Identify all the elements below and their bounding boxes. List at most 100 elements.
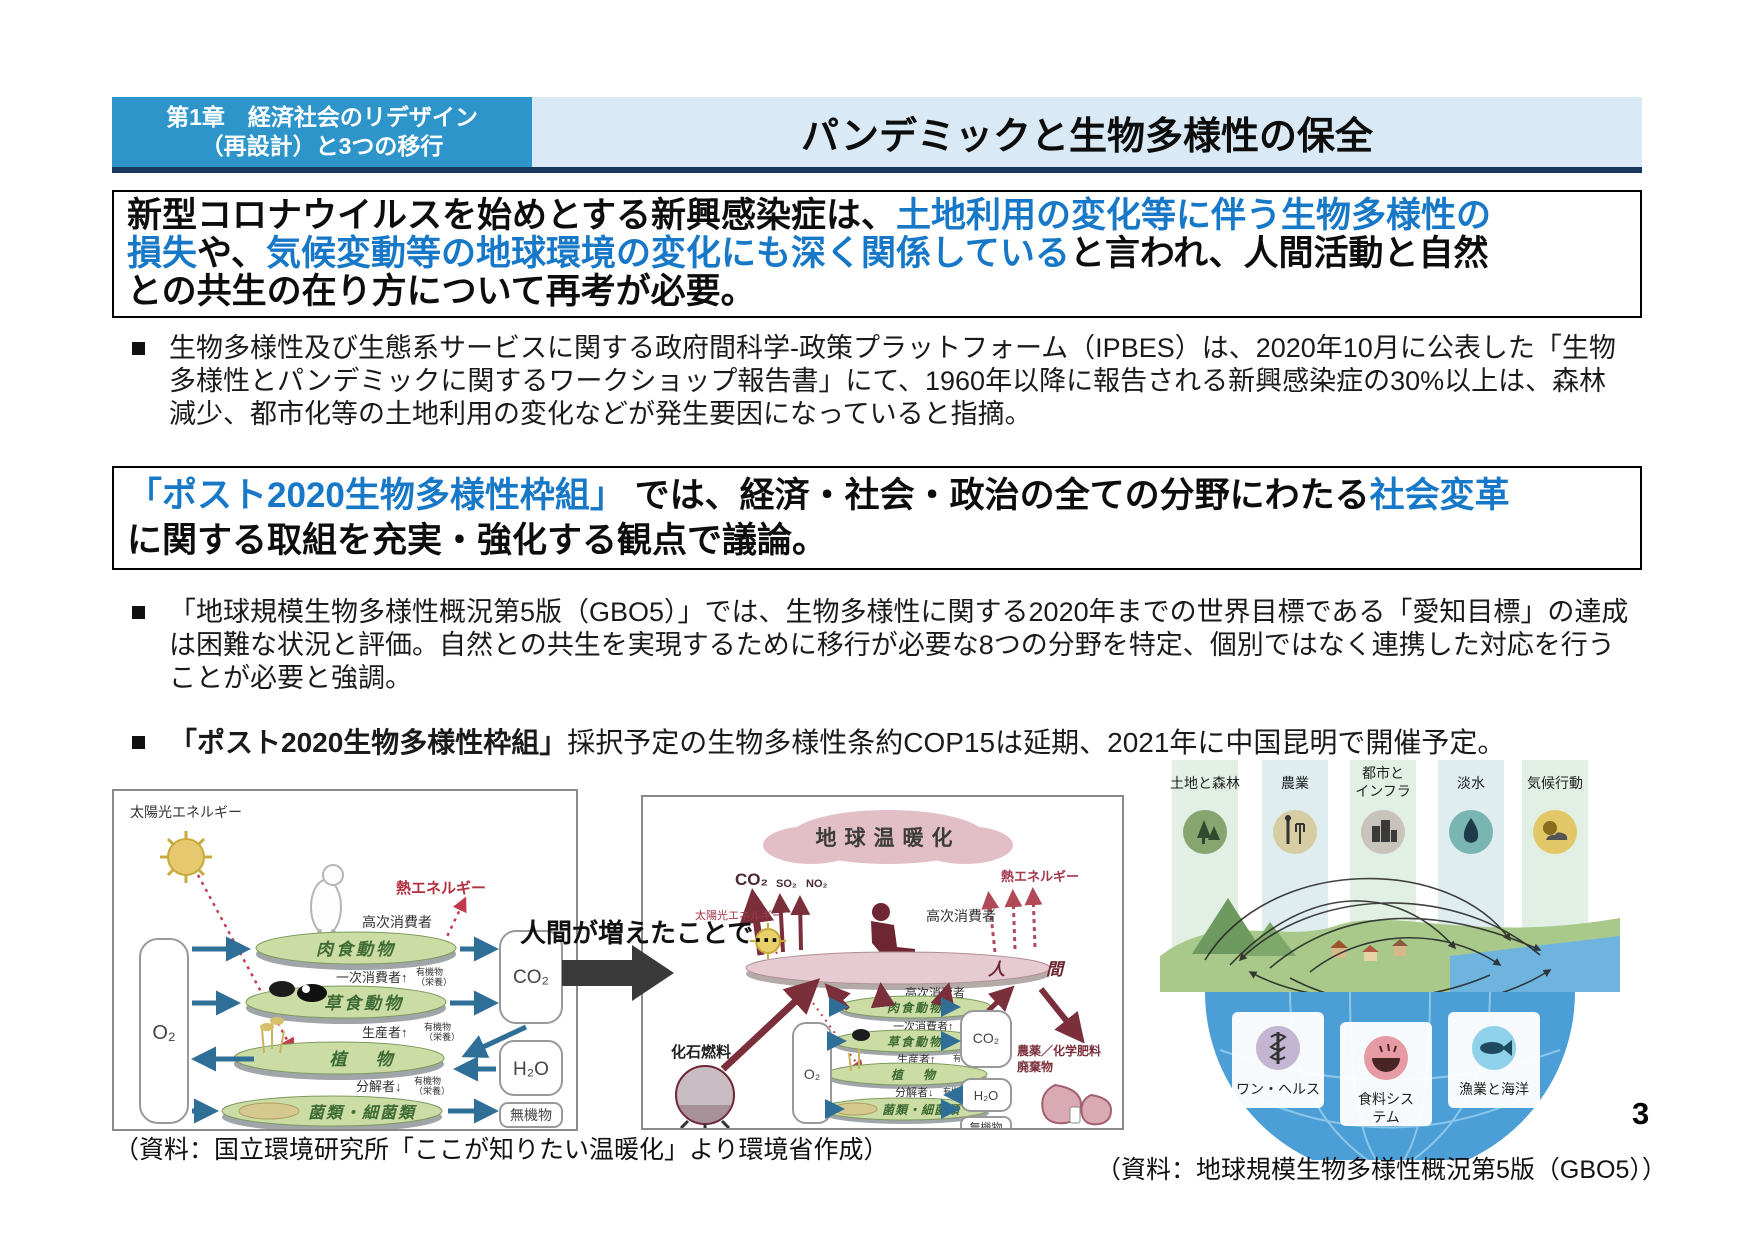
ecosystem-diagram-natural: 太陽光エネルギー 熱エネルギー 高次消費者 [112,789,578,1132]
freshwater-label: 淡水 [1457,775,1485,791]
herbivore-platter: 草食動物 [245,981,447,1024]
text-segment-highlight: 社会変革 [1369,476,1510,515]
text-segment: 新型コロナウイルスを始めとする新興感染症は、 [127,196,896,235]
no2-label: NO₂ [806,878,828,890]
bullet-item: 生物多様性及び生態系サービスに関する政府間科学-政策プラットフォーム（IPBES… [132,332,1632,431]
source-caption-right: （資料：地球規模生物多様性概況第5版（GBO5）） [1096,1156,1667,1184]
human-label: 人 間 [988,960,1075,979]
plants-label: 植 物 [891,1068,939,1082]
global-warming-cloud: 地球温暖化 [763,810,1013,864]
chapter-line1: 第1章 経済社会のリデザイン [166,104,478,130]
co2-label: CO₂ [513,967,549,988]
text-segment: との共生の在り方について再考が必要。 [127,272,756,311]
sun-icon [160,831,212,883]
food-system-label-2: テム [1372,1109,1400,1125]
statement-line: 新型コロナウイルスを始めとする新興感染症は、土地利用の変化等に伴う生物多様性の [127,197,1627,235]
fossil-to-human-arrow [720,978,821,1072]
human-platter: 人 間 [745,951,1075,990]
source-caption-left: （資料：国立環境研究所「ここが知りたい温暖化」より環境省作成） [114,1136,889,1164]
o2-box [139,938,189,1124]
bullet-item: 「ポスト2020生物多様性枠組」採択予定の生物多様性条約COP15は延期、202… [132,726,1632,759]
agriculture-label: 農業 [1281,775,1309,791]
text-segment-highlight: 損失 [127,234,198,273]
cow-icon [269,981,295,997]
primary-consumer-label: 一次消費者↑ [336,970,408,985]
human-silhouette-icon [871,903,915,958]
solar-ray-dashed-arrow [196,874,295,1054]
h2o-label: H₂O [974,1088,999,1103]
climate-action-icon [1533,810,1577,854]
bullet-text: 「地球規模生物多様性概況第5版（GBO5）」では、生物多様性に関する2020年ま… [169,597,1629,693]
plants-platter: 植 物 [233,1017,445,1080]
transition-arrow [562,945,674,1006]
gbo5-figure-svg: 土地と森林 農業 都市と インフラ 淡水 気候行動 [1160,760,1620,1177]
inorganic-label: 無機物 [510,1107,552,1123]
producer-label: 生産者↑ [362,1025,408,1040]
inorganic-box [499,1102,563,1128]
sun-icon [750,923,786,959]
organic-label: 有機物 [416,966,443,977]
ecosystem-diagram-human-svg: 地球温暖化 CO₂ SO₂ NO₂ 熱エネルギー 太陽光エネルギー [671,810,1113,1138]
solar-energy-label: 太陽光エネルギー [695,908,783,922]
plants-platter: 植 物 [826,1049,988,1089]
freshwater-icon [1449,810,1493,854]
city-infra-label-1: 都市と [1362,765,1404,781]
fungi-icon [238,1102,300,1120]
global-warming-label: 地球温暖化 [816,826,961,850]
heat-energy-dashed-arrow [442,896,467,944]
text-segment: では、経済・社会・政治の全ての分野にわたる [624,476,1370,515]
ecosystem-diagram-natural-svg: 太陽光エネルギー 熱エネルギー 高次消費者 [130,804,563,1132]
land-forest-icon [1183,810,1227,854]
nutrition-label: （栄養） [424,1031,460,1042]
chapter-line2: （再設計）と3つの移行 [200,133,444,159]
herbivore-label: 草食動物 [887,1035,943,1049]
o2-label: O₂ [804,1066,820,1082]
text-segment-bold: 「ポスト2020生物多様性枠組」 [169,727,568,758]
one-health-icon [1256,1026,1300,1070]
bullet-square-icon [132,606,145,619]
nutrition-label: （栄養） [414,1085,450,1096]
solar-energy-label: 太陽光エネルギー [130,804,242,820]
h2o-box [499,1040,563,1096]
carnivore-label: 肉食動物 [316,940,396,959]
text-segment-highlight: 「ポスト2020生物多様性枠組」 [127,476,625,515]
waste-label-1: 農薬／化学肥料 [1017,1043,1101,1058]
climate-action-label: 気候行動 [1527,775,1583,791]
right-arrow-icon [562,945,674,1001]
one-health-label: ワン・ヘルス [1236,1081,1320,1097]
h2o-label: H₂O [513,1059,549,1080]
primary-consumer-label: 一次消費者↑ [893,1019,954,1033]
fungi-label: 菌類・細菌類 [308,1104,417,1122]
bullet-text: 「ポスト2020生物多様性枠組」採択予定の生物多様性条約COP15は延期、202… [169,726,1505,759]
high-consumer-label: 高次消費者 [362,914,432,930]
text-segment-highlight: 気候変動等の地球環境の変化にも深く関係している [265,234,1070,273]
statement-line: に関する取組を充実・強化する観点で議論。 [127,518,1627,563]
decomposer-label: 分解者↓ [895,1085,934,1099]
statement-line: との共生の在り方について再考が必要。 [127,273,1627,311]
co2-emission-label: CO₂ [735,870,768,889]
inorganic-label: 無機物 [970,1120,1003,1128]
transition-label: 人間が増えたことで… [520,918,780,948]
flow-arrows [191,936,528,1124]
producer-label: 生産者↑ [897,1052,936,1066]
text-segment: と言われ、人間活動と自然 [1069,234,1489,273]
polar-bear-icon [310,864,344,938]
bullet-square-icon [132,342,145,355]
ecosystem-diagram-human: 地球温暖化 CO₂ SO₂ NO₂ 熱エネルギー 太陽光エネルギー [641,795,1124,1138]
text-segment: や、 [197,234,266,273]
organic-label: 有機物 [424,1021,451,1032]
statement-box-1: 新型コロナウイルスを始めとする新興感染症は、土地利用の変化等に伴う生物多様性の … [112,190,1642,318]
fungi-platter: 菌類・細菌類 [221,1095,443,1132]
food-system-icon [1364,1036,1408,1080]
plants-label: 植 物 [330,1050,399,1069]
page-number: 3 [1632,1096,1650,1131]
fishery-ocean-label: 漁業と海洋 [1459,1081,1529,1097]
text-segment: に関する取組を充実・強化する観点で議論。 [127,521,828,560]
food-system-label-1: 食料シス [1358,1091,1414,1107]
o2-box [792,1022,832,1124]
land-forest-label: 土地と森林 [1170,775,1240,791]
flow-arrows [825,997,963,1119]
fossil-fuel-sphere-icon [675,1065,735,1130]
page-title: パンデミックと生物多様性の保全 [532,97,1642,167]
